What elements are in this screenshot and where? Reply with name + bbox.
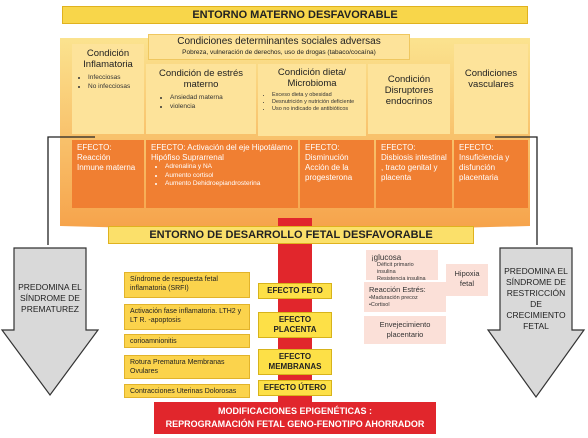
condition-item: Desnutrición y nutrición deficiente [272,99,366,106]
epigenetic-banner: MODIFICACIONES EPIGENÉTICAS : REPROGRAMA… [154,402,436,434]
left-arrow-text: PREDOMINA EL SÍNDROME DE PREMATUREZ [18,282,82,314]
glucosa-item: Déficit primario insulina [377,262,414,275]
epigenetic-line1: MODIFICACIONES EPIGENÉTICAS : [217,406,372,416]
left-down-arrow [0,247,100,397]
right-down-arrow [486,247,586,399]
estres-box: Reacción Estrés: •Maduración precoz •Cor… [364,282,446,312]
effect-item: Aumento cortisol [165,172,293,181]
social-conditions-subtitle: Pobreza, vulneración de derechos, uso de… [182,49,376,56]
glucosa-box: ¡glucosa Déficit primario insulina Resis… [366,250,438,282]
fetal-left-box-corioamnionitis: corioamnionitis [124,334,250,348]
fetal-left-box-activacion: Activación fase inflamatoria. LTH2 y LT … [124,304,250,330]
social-conditions-box: Condiciones determinantes sociales adver… [148,34,410,60]
estres-item: •Maduración precoz [369,295,418,301]
effect-eje-hhs: EFECTO: Activación del eje Hipotálamo Hi… [146,140,298,208]
maternal-environment-title: ENTORNO MATERNO DESFAVORABLE [62,6,528,24]
right-arrow-text: PREDOMINA EL SÍNDROME DE RESTRICCIÓN DE … [504,266,568,331]
estres-item: •Cortisol [369,302,390,308]
epigenetic-line2: REPROGRAMACIÓN FETAL GENO-FENOTIPO AHORR… [165,419,425,429]
left-connector-line [47,136,95,245]
effect-text: EFECTO: Activación del eje Hipotálamo Hi… [151,143,293,162]
condition-title: Condición Inflamatoria [83,48,133,70]
condition-inflamatoria: Condición Inflamatoria Infecciosas No in… [72,44,144,134]
effect-progesterona: EFECTO: Disminución Acción de la progest… [300,140,374,208]
effect-text: EFECTO: Disminución Acción de la progest… [305,143,353,182]
glucosa-title: ¡glucosa [371,253,402,262]
condition-title: Condición Disruptores endocrinos [384,74,434,107]
condition-estres: Condición de estrés materno Ansiedad mat… [146,64,256,134]
effect-insuficiencia-placentaria: EFECTO: Insuficiencia y disfunción place… [454,140,528,208]
effect-text: EFECTO: Reacción Inmune materna [77,143,136,172]
condition-vasculares: Condiciones vasculares [454,44,528,134]
glucosa-item: Resistencia insulina [377,276,426,282]
effect-feto: EFECTO FETO [258,283,332,299]
envejecimiento-box: Envejecimiento placentario [364,316,446,344]
effect-text: EFECTO: Insuficiencia y disfunción place… [459,143,510,182]
fetal-left-box-contracciones: Contracciones Uterinas Dolorosas [124,384,250,398]
effect-utero: EFECTO ÚTERO [258,380,332,396]
condition-dieta: Condición dieta/ Microbioma Exceso dieta… [258,64,366,136]
condition-item: Ansiedad materna [170,94,256,103]
condition-title: Condición de estrés materno [159,68,243,90]
social-conditions-title: Condiciones determinantes sociales adver… [177,36,381,47]
effect-text: EFECTO: Disbiosis intestinal , tracto ge… [381,143,447,182]
effect-disbiosis: EFECTO: Disbiosis intestinal , tracto ge… [376,140,452,208]
effect-item: Adrenalina y NA [165,163,293,172]
hipoxia-box: Hipoxia fetal [446,264,488,296]
condition-title: Condición dieta/ Microbioma [277,67,347,89]
fetal-environment-title: ENTORNO DE DESARROLLO FETAL DESFAVORABLE [108,226,474,244]
effect-item: Aumento Dehidroepiandrosterina [165,180,293,189]
right-connector-line [495,136,538,245]
condition-item: Exceso dieta y obesidad [272,92,366,99]
condition-item: violencia [170,103,256,112]
condition-disruptores: Condición Disruptores endocrinos [368,64,450,134]
condition-item: Infecciosas [88,74,144,83]
effect-reaccion-inmune: EFECTO: Reacción Inmune materna [72,140,144,208]
fetal-left-box-srfi: Síndrome de respuesta fetal inflamatoria… [124,272,250,298]
condition-title: Condiciones vasculares [464,68,518,90]
effect-membranas: EFECTO MEMBRANAS [258,349,332,375]
effect-placenta: EFECTO PLACENTA [258,312,332,338]
fetal-left-box-rpm: Rotura Prematura Membranas Ovulares [124,355,250,379]
estres-title: Reacción Estrés: [369,285,426,294]
condition-item: No infecciosas [88,83,144,92]
condition-item: Uso no indicado de antibióticos [272,106,366,113]
